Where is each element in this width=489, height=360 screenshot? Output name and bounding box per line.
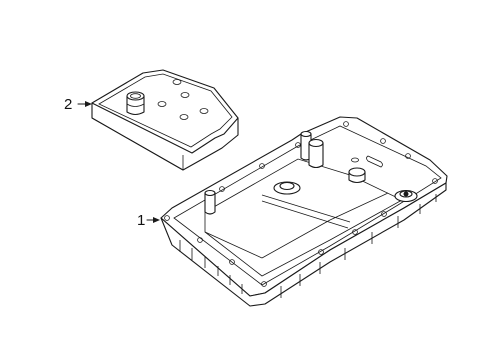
oil-pan-standpipe [308, 138, 324, 169]
bolt-holes [164, 121, 438, 287]
callout-1-leader [146, 217, 160, 223]
callout-label-1: 1 [137, 212, 146, 229]
oil-pan-part [160, 116, 448, 307]
oil-pan-magnet [273, 181, 301, 195]
callout-label-2: 2 [64, 96, 73, 113]
callout-2-leader [77, 101, 92, 107]
oil-pan-drain-boss [348, 167, 366, 184]
filter-pickup-neck [126, 91, 145, 116]
oil-pan-drain-plug [394, 189, 418, 203]
filter-part [91, 69, 239, 171]
